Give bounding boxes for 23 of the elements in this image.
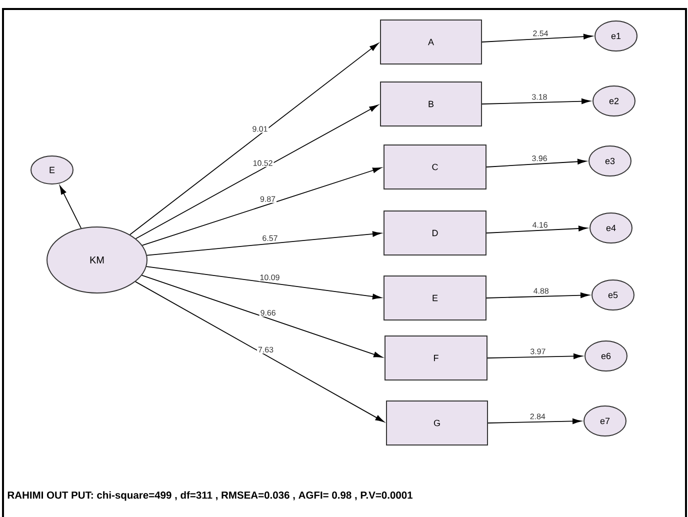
observed-variable-box: A bbox=[380, 20, 482, 64]
observed-variable-box: F bbox=[384, 336, 488, 380]
arrow bbox=[135, 104, 378, 240]
observed-variable-box: G bbox=[386, 400, 488, 446]
arrow bbox=[486, 226, 588, 234]
arrow bbox=[488, 418, 582, 424]
arrow bbox=[486, 158, 586, 168]
observed-variable-box: E bbox=[384, 276, 486, 320]
arrow bbox=[482, 34, 592, 42]
arrow bbox=[482, 98, 590, 104]
arrow bbox=[135, 281, 384, 422]
observed-variable-box: C bbox=[384, 144, 486, 190]
arrow bbox=[486, 292, 590, 298]
caption: RAHIMI OUT PUT: chi-square=499 , df=311 , RMSEA=0.036 , AGFI= 0.98 , P.V=0.0001 bbox=[8, 491, 413, 501]
arrow bbox=[146, 266, 382, 300]
arrow bbox=[141, 274, 383, 358]
arrow bbox=[60, 186, 82, 229]
arrow bbox=[487, 353, 582, 359]
arrow bbox=[146, 231, 382, 256]
arrow bbox=[142, 167, 382, 246]
arrow bbox=[130, 43, 378, 236]
observed-variable-box: B bbox=[380, 82, 482, 126]
observed-variable-box: D bbox=[384, 210, 486, 256]
